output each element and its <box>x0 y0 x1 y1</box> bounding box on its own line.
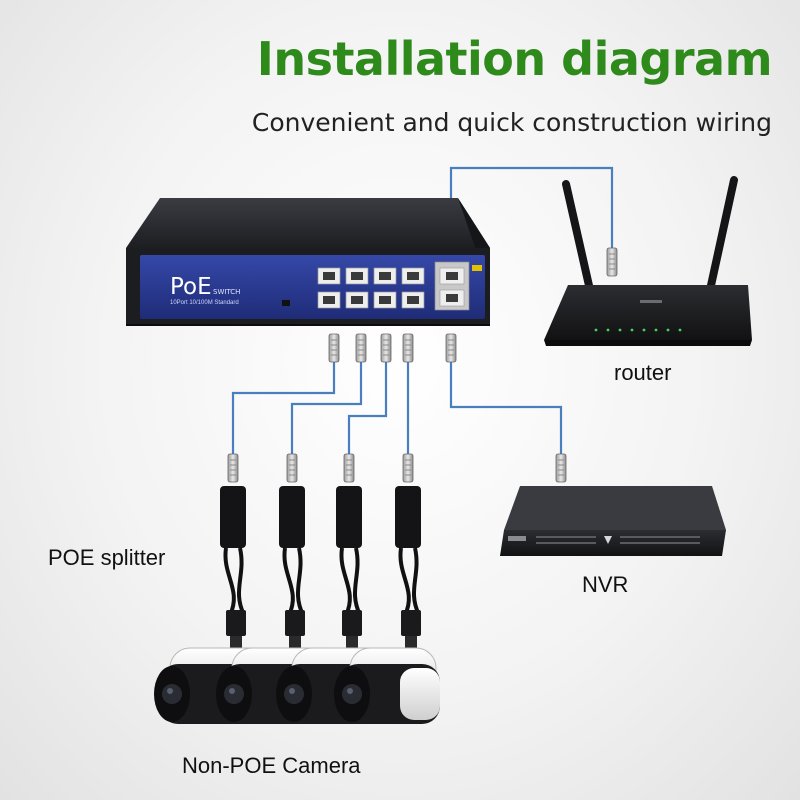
router-label: router <box>614 360 672 385</box>
rj45-connector-icon <box>286 453 298 483</box>
nvr-icon <box>500 486 726 556</box>
switch-badge: SWITCH <box>213 288 240 296</box>
rj45-connector-icon <box>355 333 367 363</box>
rj45-connector-icon <box>402 333 414 363</box>
diagram-subtitle: Convenient and quick construction wiring <box>251 108 772 137</box>
poe-splitters <box>220 486 421 648</box>
rj45-connector-icon <box>606 247 618 277</box>
cable-switch-nvr <box>449 360 563 455</box>
diagram-title: Installation diagram <box>256 32 773 86</box>
rj45-connector-icon <box>555 453 567 483</box>
poe-splitter-icon <box>336 486 362 648</box>
poe-splitter-icon <box>279 486 305 648</box>
poe-splitter-icon <box>220 486 246 648</box>
cameras <box>154 647 440 724</box>
router-icon <box>544 176 752 346</box>
camera-label: Non-POE Camera <box>182 753 361 778</box>
cable-port3 <box>347 360 388 455</box>
rj45-connector-icon <box>227 453 239 483</box>
switch-brand: PoE <box>170 274 212 300</box>
rj45-connector-icon <box>445 333 457 363</box>
rj45-connector-icon <box>402 453 414 483</box>
poe-splitter-icon <box>395 486 421 648</box>
rj45-connector-icon <box>343 453 355 483</box>
cable-port1 <box>231 360 336 455</box>
switch-model: 10Port 10/100M Standard <box>170 300 239 306</box>
rj45-connector-icon <box>328 333 340 363</box>
poe-splitter-label: POE splitter <box>48 545 166 570</box>
bullet-camera-icon <box>334 647 440 724</box>
cable-port2 <box>290 360 363 455</box>
uplink-ports <box>434 261 482 311</box>
poe-switch-icon: PoE SWITCH 10Port 10/100M Standard <box>126 198 490 326</box>
rj45-connector-icon <box>380 333 392 363</box>
nvr-label: NVR <box>582 572 629 597</box>
